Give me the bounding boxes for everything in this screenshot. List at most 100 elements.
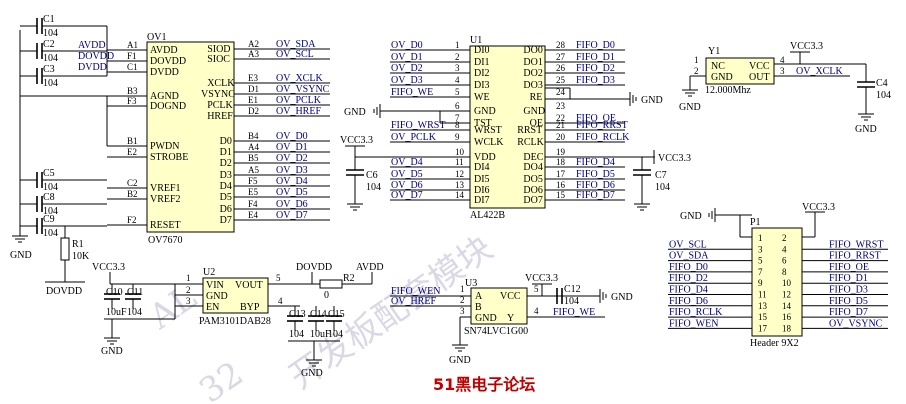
p1-rnet-1: FIFO_WRST — [829, 239, 883, 250]
al-right-net-10: FIFO_D4 — [576, 157, 615, 168]
ov-left-name-6: STROBE — [150, 152, 188, 163]
u2-cap-ref-2: C13 — [289, 309, 306, 320]
p1-num-left-6: 13 — [758, 301, 768, 311]
y1-gnd-label: GND — [679, 102, 701, 113]
c4-value: 104 — [876, 90, 891, 101]
u2-cap-value-1: 104 — [127, 307, 142, 318]
ov-right-net-8: OV_D2 — [276, 153, 308, 164]
p1-value: Header 9X2 — [750, 338, 799, 349]
left-cap-ref-2: C3 — [43, 64, 55, 75]
ov-right-name-12: D6 — [220, 204, 232, 215]
al-left-net-8: OV_PCLK — [391, 132, 437, 143]
y1-num-2: 2 — [694, 66, 699, 76]
ov-left-name-3: AGND — [150, 91, 179, 102]
u3-pin-gnd: GND — [475, 313, 497, 324]
al-left-num-8: 9 — [455, 132, 460, 142]
u2-pin-byp: BYP — [240, 302, 260, 313]
u2-value: PAM3101DAB28 — [199, 316, 271, 327]
p1-rnet-2: FIFO_RRST — [829, 251, 881, 262]
ov-right-name-9: D3 — [220, 170, 232, 181]
p1-num-right-3: 8 — [782, 267, 787, 277]
ov-right-name-2: XCLK — [207, 78, 235, 89]
r1-ref: R1 — [72, 239, 84, 250]
u3-pin-a: A — [475, 291, 483, 302]
u3-gnd2-label: GND — [611, 292, 633, 303]
p1-rnet-3: FIFO_OE — [829, 262, 869, 273]
al-left-name-2: DI2 — [474, 68, 490, 79]
p1-lnet-8: FIFO_WEN — [669, 318, 718, 329]
p1-num-left-2: 5 — [758, 256, 763, 266]
al-right-num-13: 15 — [556, 190, 566, 200]
al-right-name-7: RRST — [517, 125, 542, 136]
p1-num-left-5: 11 — [758, 290, 767, 300]
al-right-num-12: 16 — [556, 180, 566, 190]
p1-lnet-4: FIFO_D2 — [669, 273, 708, 284]
gnd-label-left: GND — [10, 250, 32, 261]
c12-value: 104 — [564, 296, 579, 307]
r1-net: DOVDD — [46, 286, 82, 297]
u2-num-3: 3 — [186, 296, 191, 306]
c6-value: 104 — [366, 182, 381, 193]
ov-left-net-2: DVDD — [78, 62, 107, 73]
p1-num-left-3: 7 — [758, 267, 763, 277]
al-right-name-6: OE — [530, 118, 543, 129]
ov-left-name-8: VREF2 — [150, 194, 181, 205]
al-left-net-3: OV_D3 — [391, 75, 423, 86]
al-right-num-2: 26 — [556, 63, 566, 73]
al-left-name-7: WRST — [474, 125, 502, 136]
y1-pin-vcc: VCC — [749, 61, 770, 72]
p1-num-left-8: 17 — [758, 323, 768, 333]
p1-num-left-7: 15 — [758, 312, 768, 322]
ov-left-num-6: E2 — [127, 147, 137, 157]
u2-gnd-label-r: GND — [301, 368, 323, 379]
al-left-num-10: 11 — [455, 157, 464, 167]
ov-left-num-7: C2 — [127, 178, 138, 188]
c4-gnd-label: GND — [855, 124, 877, 135]
ov-left-name-1: DOVDD — [150, 56, 186, 67]
p1-lnet-6: FIFO_D6 — [669, 296, 708, 307]
ov-right-net-7: OV_D1 — [276, 142, 308, 153]
ov-right-net-1: OV_SCL — [276, 49, 314, 60]
al-right-name-5: GND — [523, 106, 545, 117]
u2-ref: U2 — [203, 267, 215, 278]
c6-ref: C6 — [366, 170, 378, 181]
al-left-name-10: DI4 — [474, 162, 490, 173]
left-cap-ref-5: C9 — [43, 214, 55, 225]
ov-right-num-10: F5 — [248, 176, 258, 186]
al-left-net-7: FIFO_WRST — [391, 120, 445, 131]
y1-vcc-label: VCC3.3 — [790, 41, 823, 52]
al-left-num-7: 8 — [455, 120, 460, 130]
ov-right-net-13: OV_D7 — [276, 210, 308, 221]
u2-cap-ref-0: C10 — [106, 287, 123, 298]
u3-in-b: OV_HREF — [391, 296, 436, 307]
p1-num-right-2: 6 — [782, 256, 787, 266]
u3-pin-y: Y — [507, 313, 514, 324]
watermark-line3: 32 — [192, 354, 250, 404]
al-right-net-6: FIFO_OE — [576, 113, 616, 124]
al-left-net-4: FIFO_WE — [391, 87, 433, 98]
al-right-num-6: 22 — [556, 113, 565, 123]
al-left-name-13: DI7 — [474, 195, 490, 206]
al-left-name-11: DI5 — [474, 174, 490, 185]
u2-cap-value-4: 104 — [328, 329, 343, 340]
ov7670-block: OV1 OV7670 AVDDA1AVDDDOVDDF1DOVDDDVDDC1D… — [78, 32, 330, 246]
u2-num-2: 2 — [186, 285, 191, 295]
al-left-name-9: VDD — [474, 152, 496, 163]
p1-num-right-4: 10 — [782, 278, 792, 288]
u2-regulator: U2 PAM3101DAB28 VIN GND EN VOUT BYP 1 2 … — [92, 262, 384, 379]
ov-right-name-5: HREF — [207, 111, 233, 122]
ov7670-body — [146, 41, 235, 233]
ov-right-num-2: E3 — [248, 73, 258, 83]
left-cap-ref-3: C5 — [43, 168, 55, 179]
al-left-num-2: 3 — [455, 63, 460, 73]
p1-num-left-4: 9 — [758, 278, 763, 288]
u3-gate: U3 SN74LVC1G00 A B GND VCC Y 1 2 3 5 4 G… — [390, 273, 633, 366]
ov-left-num-1: F1 — [127, 51, 137, 61]
al-left-num-11: 12 — [455, 169, 464, 179]
al-right-num-10: 18 — [556, 157, 566, 167]
al-left-num-1: 2 — [455, 52, 460, 62]
al-left-net-1: OV_D1 — [391, 52, 423, 63]
u3-ref: U3 — [465, 278, 477, 289]
